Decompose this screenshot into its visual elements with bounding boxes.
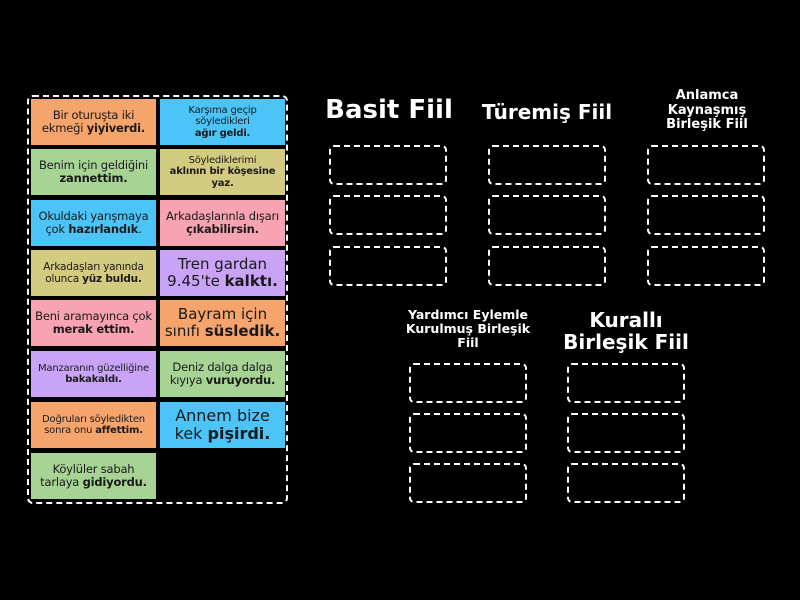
category-heading-kuralli-birlesik: Kurallı Birleşik Fiil	[563, 308, 689, 355]
card-zannettim[interactable]: Benim için geldiğini zannettim.	[31, 149, 156, 195]
card-merak-ettim[interactable]: Beni aramayınca çok merak ettim.	[31, 300, 156, 346]
card-tray	[27, 95, 288, 504]
category-heading-yardimci-eylemle: Yardımcı Eylemle Kurulmuş Birleşik Fiil	[405, 307, 531, 350]
card-bakakaldi[interactable]: Manzaranın güzelliğine bakakaldı.	[31, 351, 156, 397]
card-gidiyordu[interactable]: Köylüler sabah tarlaya gidiyordu.	[31, 453, 156, 499]
category-heading-turemis-fiil: Türemiş Fiil	[481, 100, 613, 124]
category-heading-basit-fiil: Basit Fiil	[325, 95, 453, 125]
drop-zone-anlamca-kaynasmis-3[interactable]	[647, 246, 765, 286]
drop-zone-turemis-fiil-3[interactable]	[488, 246, 606, 286]
card-aklinin-bir-kosesine-yaz[interactable]: Söylediklerimi aklının bir köşesine yaz.	[160, 149, 285, 195]
card-pisirdi[interactable]: Annem bize kek pişirdi.	[160, 402, 285, 448]
drop-zone-anlamca-kaynasmis-2[interactable]	[647, 195, 765, 235]
category-heading-anlamca-kaynasmis: Anlamca Kaynaşmış Birleşik Fiil	[666, 88, 748, 133]
drop-zone-basit-fiil-3[interactable]	[329, 246, 447, 286]
drop-zone-yardimci-eylemle-1[interactable]	[409, 363, 527, 403]
card-vuruyordu[interactable]: Deniz dalga dalga kıyıya vuruyordu.	[160, 351, 285, 397]
drop-zone-kuralli-birlesik-3[interactable]	[567, 463, 685, 503]
drop-zone-basit-fiil-1[interactable]	[329, 145, 447, 185]
card-cikabilirsin[interactable]: Arkadaşlarınla dışarı çıkabilirsin.	[160, 200, 285, 246]
card-yuz-buldu[interactable]: Arkadaşları yanında olunca yüz buldu.	[31, 250, 156, 296]
drop-zone-yardimci-eylemle-3[interactable]	[409, 463, 527, 503]
card-yiyiverdi[interactable]: Bir oturuşta iki ekmeği yiyiverdi.	[31, 99, 156, 145]
card-agir-geldi[interactable]: Karşıma geçip söyledikleri ağır geldi.	[160, 99, 285, 145]
card-hazirlandik[interactable]: Okuldaki yarışmaya çok hazırlandık.	[31, 200, 156, 246]
card-affettim[interactable]: Doğruları söyledikten sonra onu affettim…	[31, 402, 156, 448]
drop-zone-anlamca-kaynasmis-1[interactable]	[647, 145, 765, 185]
drop-zone-yardimci-eylemle-2[interactable]	[409, 413, 527, 453]
card-kalkti[interactable]: Tren gardan 9.45'te kalktı.	[160, 250, 285, 296]
drop-zone-turemis-fiil-1[interactable]	[488, 145, 606, 185]
drop-zone-turemis-fiil-2[interactable]	[488, 195, 606, 235]
drop-zone-kuralli-birlesik-2[interactable]	[567, 413, 685, 453]
drop-zone-kuralli-birlesik-1[interactable]	[567, 363, 685, 403]
card-susledik[interactable]: Bayram için sınıfı süsledik.	[160, 300, 285, 346]
drop-zone-basit-fiil-2[interactable]	[329, 195, 447, 235]
